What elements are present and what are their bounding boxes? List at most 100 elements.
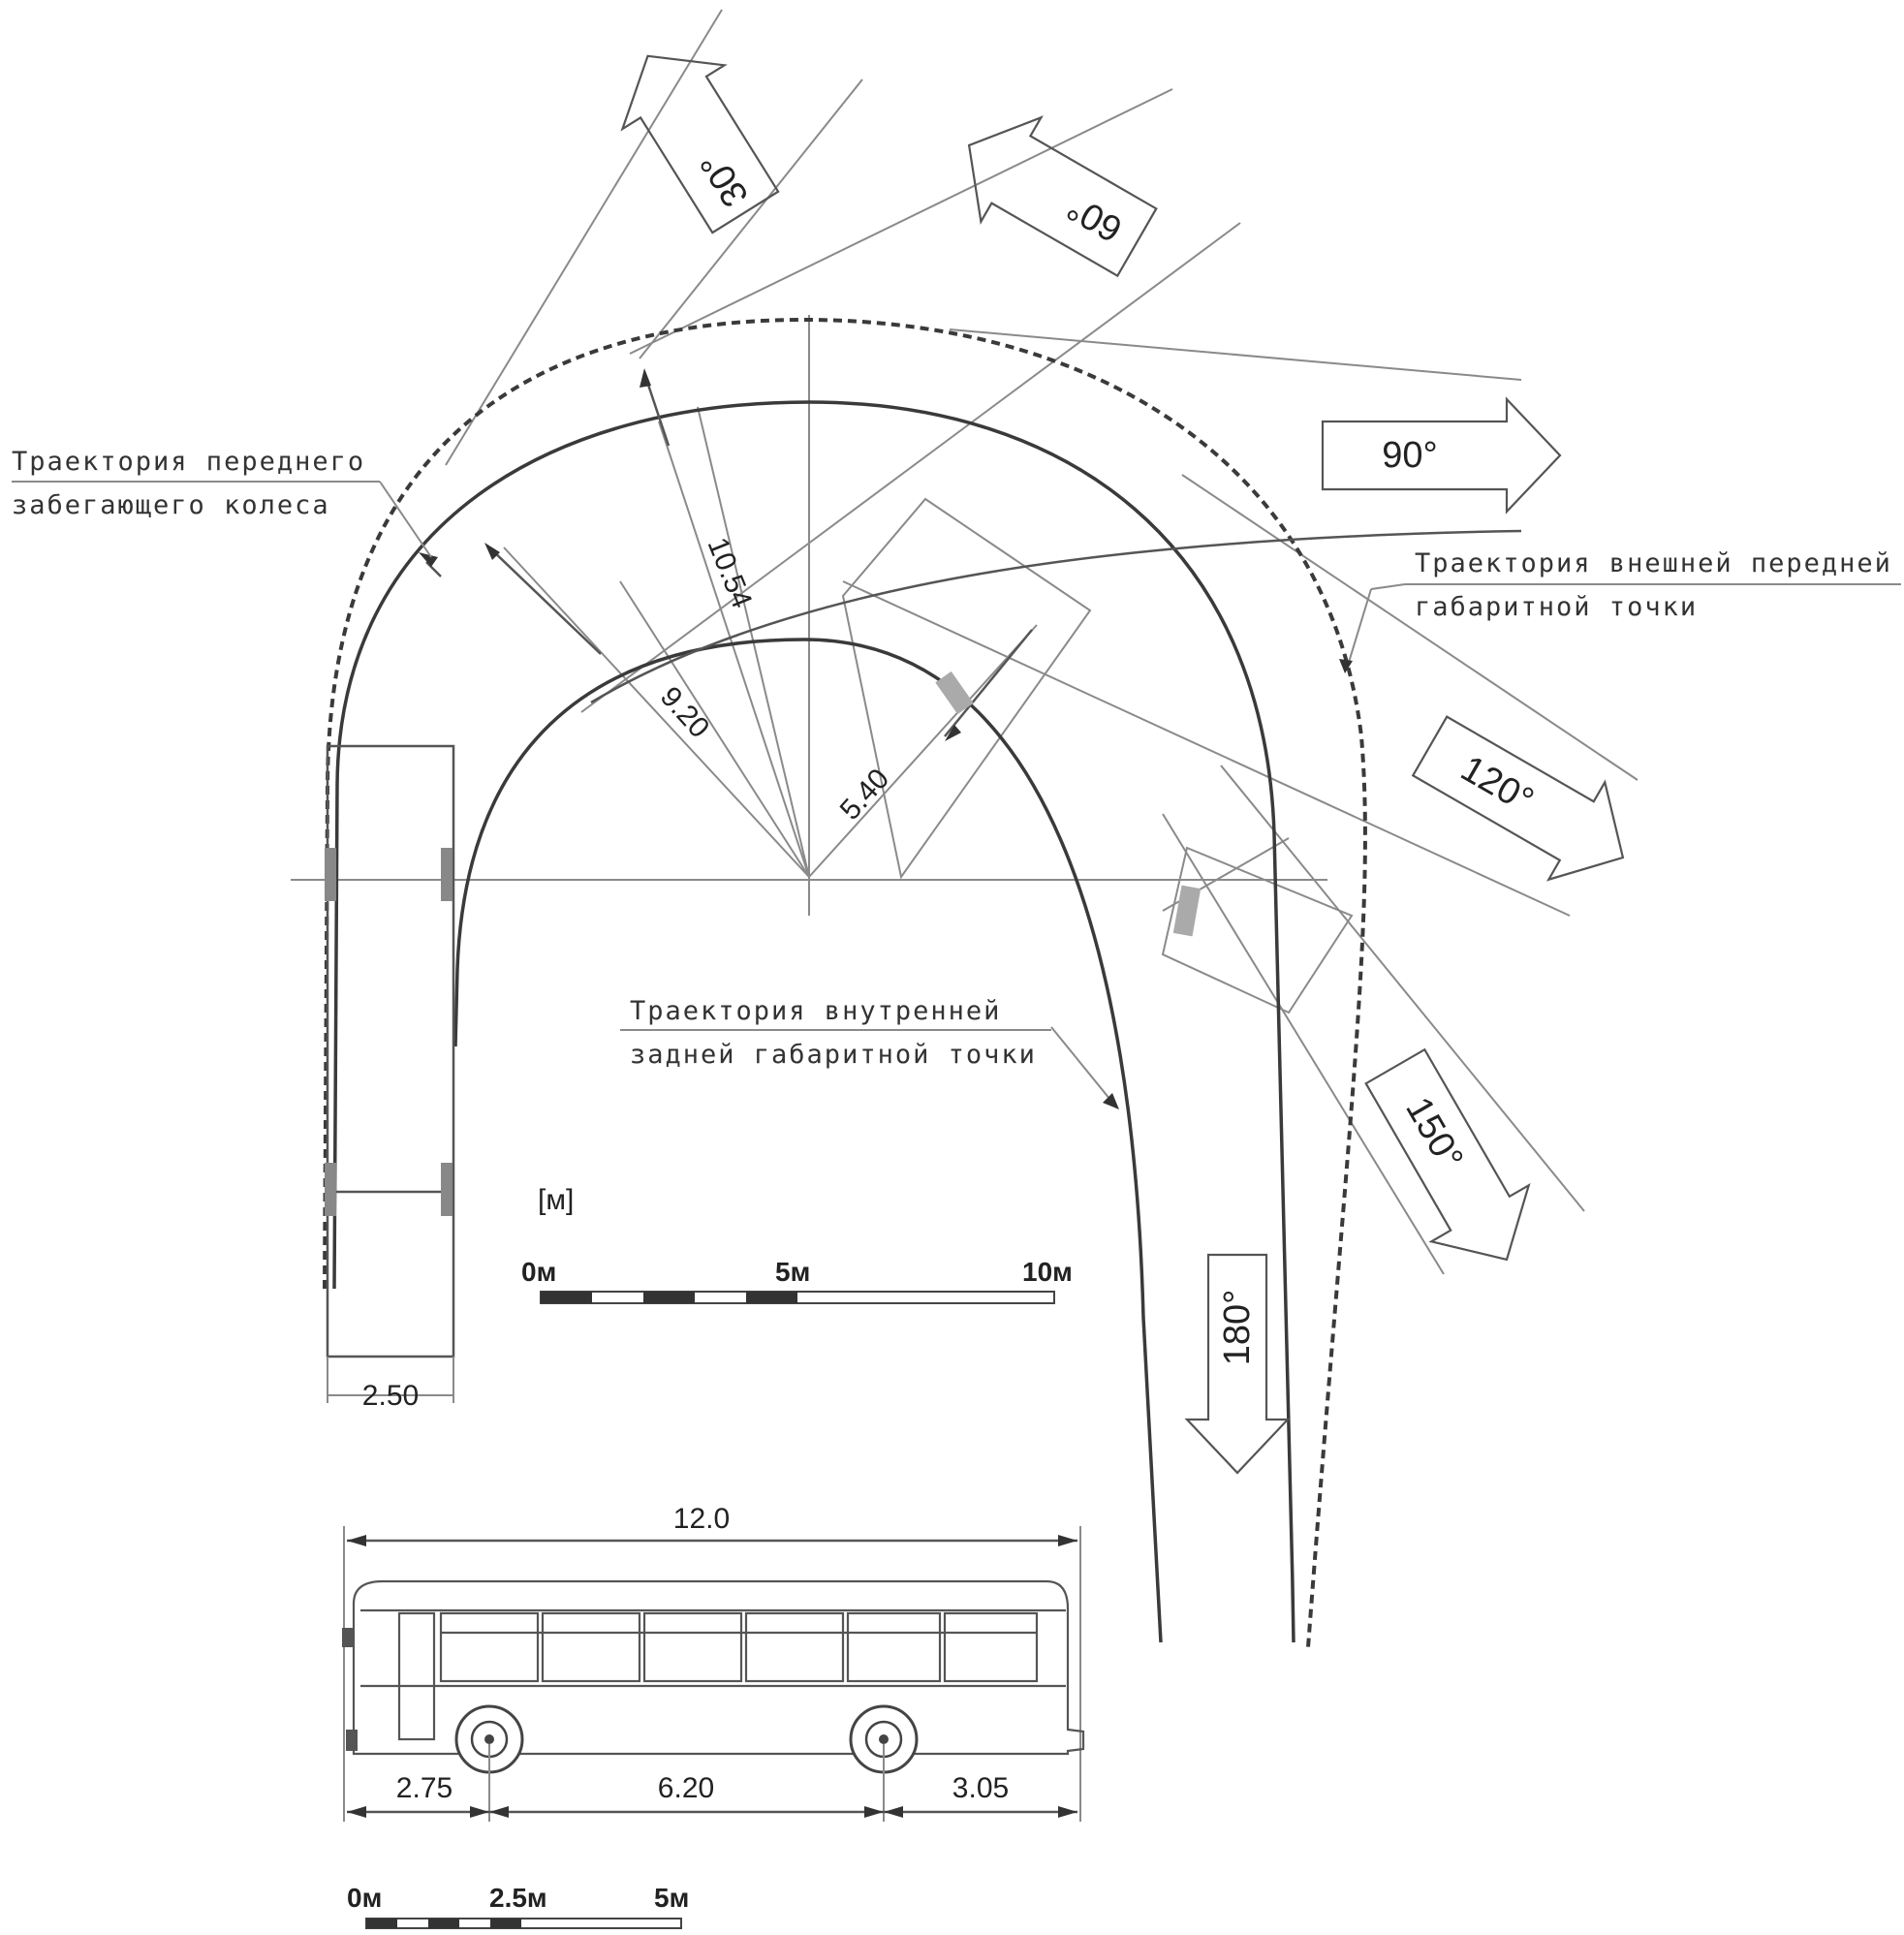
arrowhead-5-40 bbox=[945, 725, 961, 741]
label-outer-front-1: Траектория внешней передней bbox=[1415, 548, 1892, 578]
label-front-wheel-1: Траектория переднего bbox=[12, 447, 365, 477]
ray-60-tangent bbox=[629, 88, 1173, 355]
mirror-icon bbox=[342, 1628, 354, 1647]
angle-150: 150° bbox=[1397, 1090, 1471, 1176]
length-arrow-left bbox=[347, 1535, 366, 1546]
arrow-front-wheel bbox=[425, 561, 442, 577]
scale-top-seg3 bbox=[746, 1292, 797, 1303]
dim-wheelbase: 6.20 bbox=[658, 1772, 714, 1804]
scale-bottom-5: 5м bbox=[654, 1883, 689, 1913]
bus-side-view: 12.0 bbox=[342, 1503, 1085, 1822]
ray-120-inner bbox=[842, 580, 1571, 917]
rear-right-wheel bbox=[441, 1163, 453, 1216]
label-front-wheel-2: забегающего колеса bbox=[12, 490, 330, 520]
rear-left-wheel bbox=[325, 1163, 336, 1216]
bus-body bbox=[352, 1579, 1085, 1756]
axle-arrow-4 bbox=[864, 1806, 884, 1818]
arrow-shape-150 bbox=[1364, 1047, 1531, 1262]
label-front-wheel-leader bbox=[379, 481, 432, 558]
arrow-9-20 bbox=[488, 546, 602, 655]
axle-arrow-5 bbox=[884, 1806, 903, 1818]
arrow-shape-30 bbox=[620, 54, 780, 234]
front-hub bbox=[484, 1734, 494, 1744]
angle-arrows: 30° 60° 90° 120° 150° 180° bbox=[620, 54, 1625, 1475]
axle-arrow-6 bbox=[1058, 1806, 1077, 1818]
rear-hub bbox=[879, 1734, 889, 1744]
trajectory-front-outer-wheel bbox=[332, 400, 1295, 1643]
bumper-front bbox=[346, 1730, 358, 1751]
arrowhead-10-54 bbox=[640, 368, 651, 388]
trajectory-outer-front-line bbox=[590, 529, 1522, 704]
front-door bbox=[397, 1611, 436, 1741]
scale-unit: [м] bbox=[538, 1184, 574, 1216]
scale-bottom-0: 0м bbox=[347, 1883, 382, 1913]
windows bbox=[439, 1611, 1039, 1683]
label-outer-front-2: габаритной точки bbox=[1415, 592, 1698, 622]
bus-position-60 bbox=[841, 497, 1092, 880]
angle-180: 180° bbox=[1217, 1290, 1258, 1366]
axle-arrow-3 bbox=[489, 1806, 509, 1818]
radius-line-10-54 bbox=[658, 421, 810, 878]
ray-30-inner bbox=[639, 78, 863, 359]
dim-bus-length: 12.0 bbox=[673, 1503, 730, 1535]
ray-90 bbox=[949, 328, 1522, 381]
angle-arrow-30: 30° bbox=[620, 54, 780, 234]
front-right-wheel bbox=[441, 848, 453, 901]
angle-arrow-180: 180° bbox=[1184, 1253, 1291, 1475]
axle-arrow-2 bbox=[470, 1806, 489, 1818]
ray-60-outer bbox=[580, 222, 1241, 713]
dim-front-overhang: 2.75 bbox=[396, 1772, 453, 1804]
wheel-150-pos bbox=[1172, 885, 1202, 937]
arrow-5-40 bbox=[944, 629, 1033, 737]
scale-top-10: 10м bbox=[1022, 1257, 1073, 1287]
front-wheel-side bbox=[454, 1704, 524, 1774]
trajectory-outer-front-point bbox=[323, 317, 1367, 1648]
arrowhead-front-wheel bbox=[419, 552, 438, 567]
construction-lines bbox=[291, 9, 1639, 1275]
window-2 bbox=[541, 1611, 641, 1683]
ray-30-outer bbox=[445, 9, 723, 466]
length-arrow-right bbox=[1058, 1535, 1077, 1546]
dimension-arrows bbox=[419, 368, 1372, 1109]
scale-bottom-seg3 bbox=[490, 1919, 521, 1928]
window-5 bbox=[846, 1611, 942, 1683]
angle-90: 90° bbox=[1382, 435, 1437, 476]
axle-arrow-1 bbox=[347, 1806, 366, 1818]
angle-120: 120° bbox=[1453, 748, 1540, 822]
arrow-inner-rear bbox=[1050, 1026, 1115, 1106]
scale-top-seg1 bbox=[541, 1292, 592, 1303]
radius-line-extra2 bbox=[619, 580, 810, 878]
bus-plan-view: 2.50 bbox=[325, 671, 1202, 1412]
label-outer-front-leader bbox=[1370, 583, 1406, 590]
trajectory-inner-rear-point bbox=[453, 638, 1163, 1643]
angle-arrow-120: 120° bbox=[1411, 715, 1625, 882]
arrow-outer-front bbox=[1346, 588, 1372, 670]
radius-line-9-20 bbox=[503, 546, 810, 878]
angle-60: 60° bbox=[1061, 186, 1130, 249]
wheel-60-pos bbox=[935, 671, 974, 715]
arrowhead-outer-front bbox=[1339, 659, 1353, 673]
scale-bar-bottom: 0м 2.5м 5м bbox=[347, 1883, 689, 1929]
dim-width: 2.50 bbox=[362, 1380, 419, 1412]
radius-line-5-40 bbox=[808, 624, 1038, 878]
window-6 bbox=[943, 1611, 1039, 1683]
window-3 bbox=[642, 1611, 743, 1683]
angle-arrow-90: 90° bbox=[1321, 396, 1562, 515]
angle-30: 30° bbox=[693, 145, 757, 214]
arrow-shape-90 bbox=[1321, 396, 1562, 515]
trajectory-labels: Траектория переднего забегающего колеса … bbox=[12, 447, 1901, 1070]
dim-5-40: 5.40 bbox=[834, 763, 896, 826]
ray-120 bbox=[1181, 474, 1639, 781]
bus-outline-plan bbox=[326, 744, 455, 1358]
ray-150 bbox=[1162, 813, 1445, 1275]
scale-bottom-25: 2.5м bbox=[489, 1883, 547, 1913]
arrow-shape-120 bbox=[1411, 715, 1625, 882]
scale-bar-top: [м] 0м 5м 10м bbox=[521, 1184, 1073, 1304]
angle-arrow-60: 60° bbox=[967, 115, 1158, 278]
ray-150-outer bbox=[1220, 765, 1585, 1212]
scale-bottom-frame bbox=[365, 1918, 682, 1929]
scale-bottom-seg2 bbox=[428, 1919, 459, 1928]
arrowhead-9-20 bbox=[484, 543, 500, 560]
dim-rear-overhang: 3.05 bbox=[952, 1772, 1009, 1804]
